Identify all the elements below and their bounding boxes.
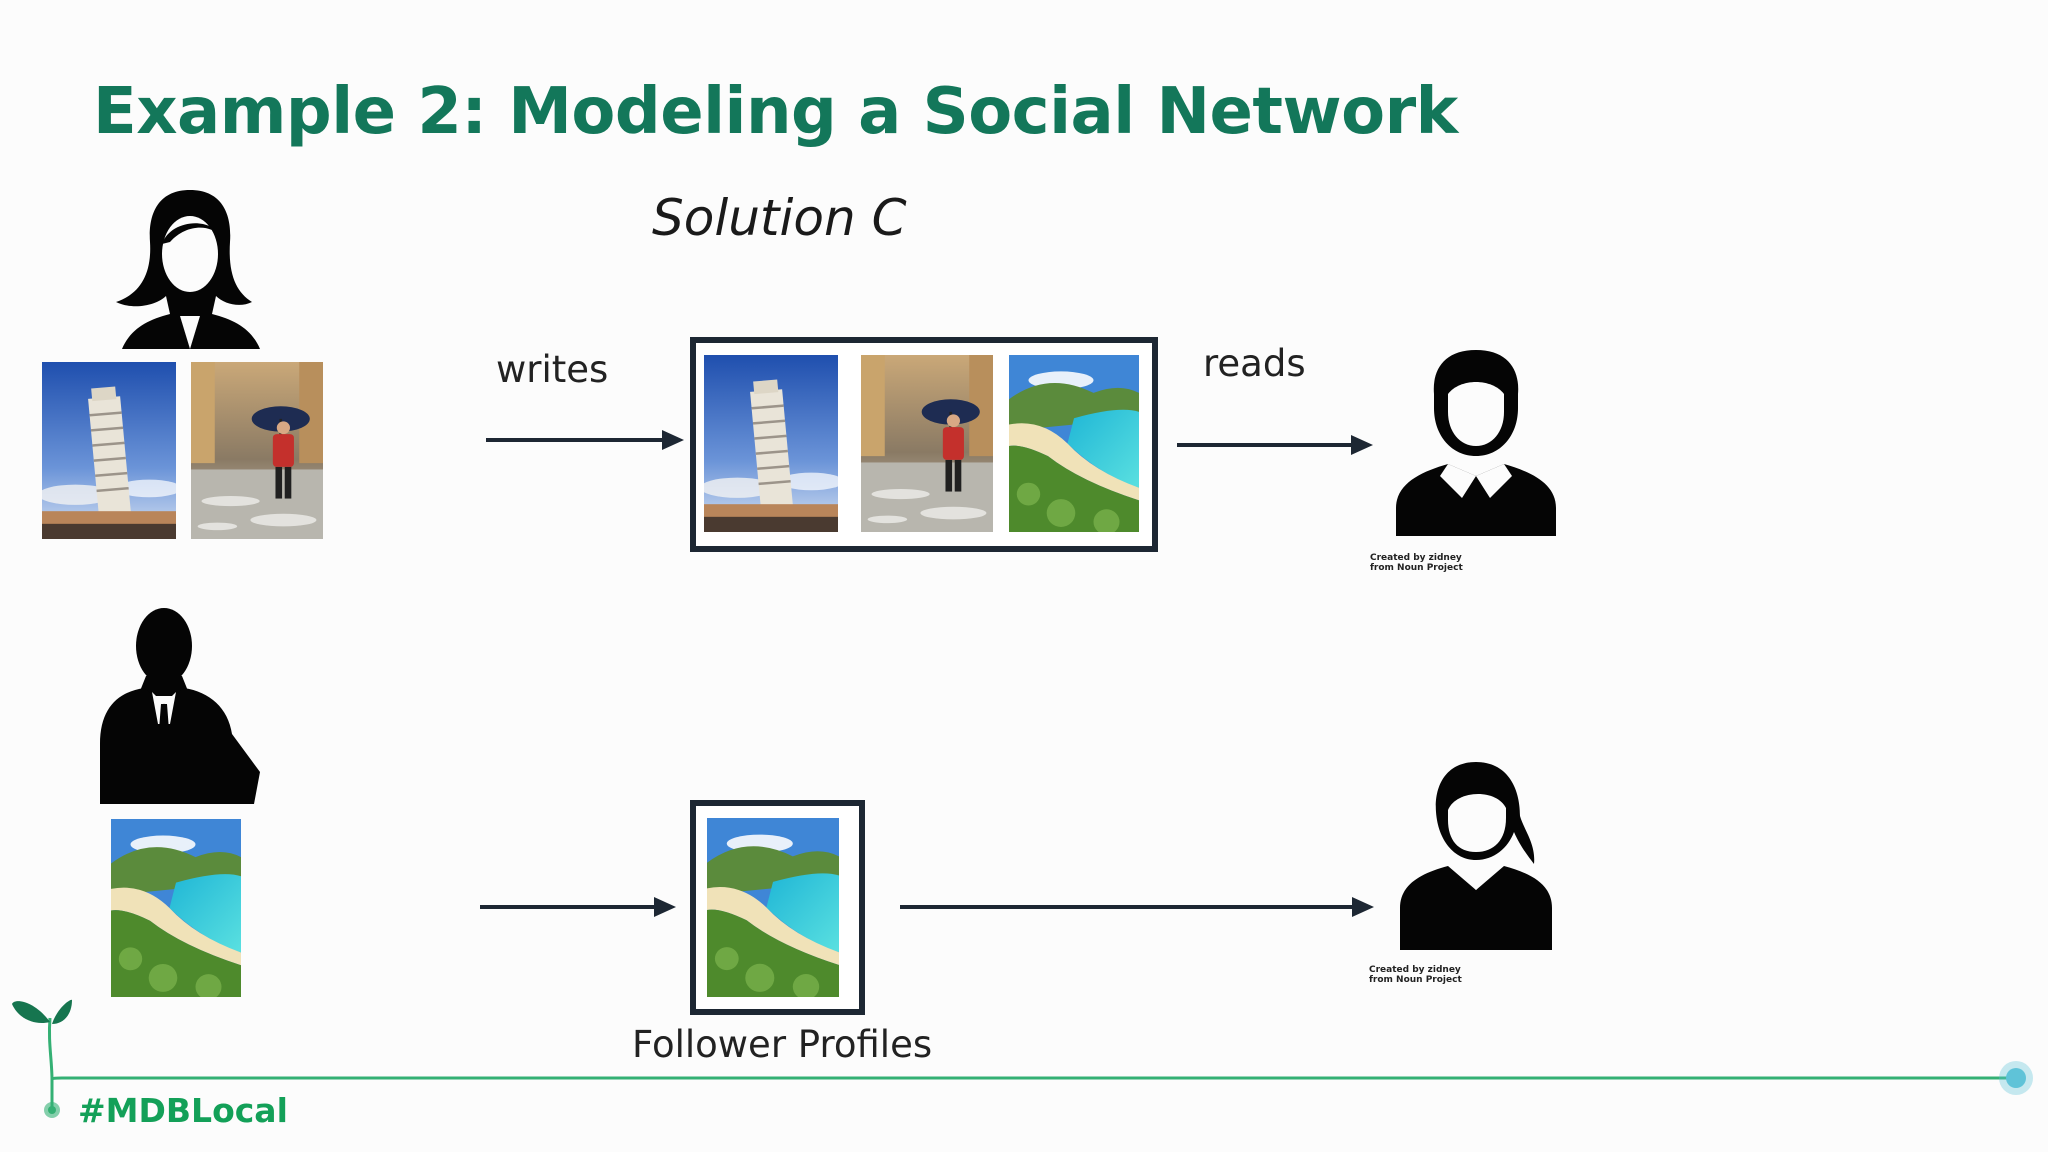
reads-label: reads [1203,342,1306,385]
sprout-leaf-left [12,1001,50,1024]
timeline-beach-photo [1009,355,1139,532]
write-arrow-bottom [480,897,676,917]
writes-arrow [486,430,684,450]
businessman-silhouette-icon [98,604,260,804]
timeline-tower-photo [704,355,838,532]
man-user-icon [1390,348,1562,536]
solution-subtitle: Solution C [652,189,907,247]
writes-label: writes [496,348,609,391]
footer-timeline [12,999,2033,1118]
reads-arrow [1177,435,1373,455]
woman-user-icon [1398,760,1554,950]
person-with-umbrella-photo [191,362,323,539]
hashtag-label: #MDBLocal [78,1091,288,1130]
sprout-leaf-right [52,999,72,1024]
icon-credit-bottom: Created by zidney from Noun Project [1369,965,1462,985]
follower-profiles-label: Follower Profiles [632,1023,933,1066]
timeline-umbrella-photo [861,355,993,532]
read-arrow-bottom [900,897,1374,917]
leaning-tower-photo [42,362,176,539]
slide-title: Example 2: Modeling a Social Network [93,75,1458,149]
woman-silhouette-icon [110,184,270,349]
icon-credit: Created by zidney from Noun Project [1370,553,1463,573]
